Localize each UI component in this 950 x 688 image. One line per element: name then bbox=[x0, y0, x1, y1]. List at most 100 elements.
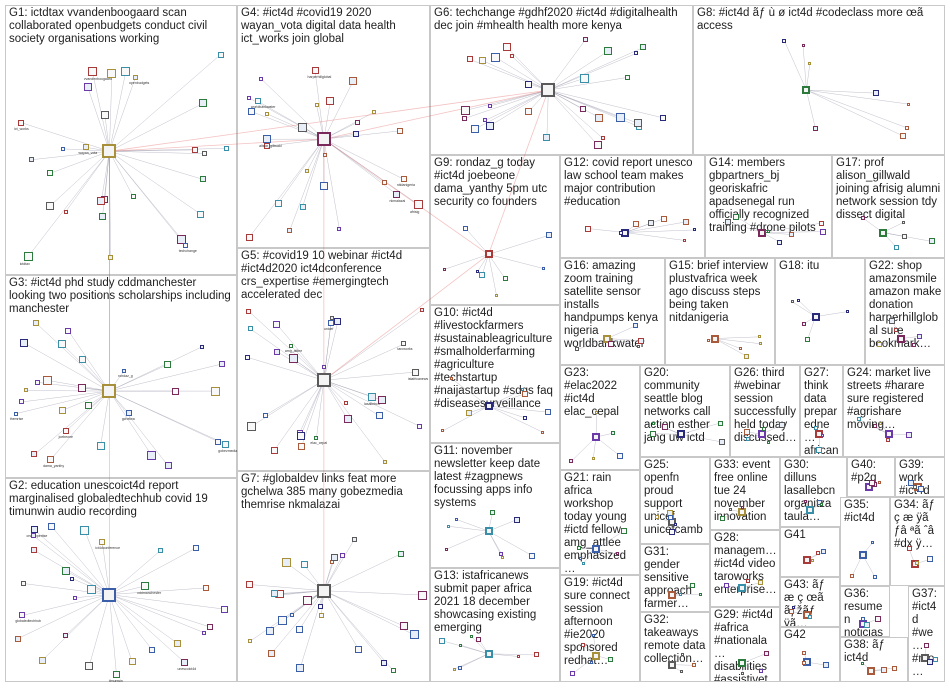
node[interactable] bbox=[483, 118, 488, 123]
node[interactable] bbox=[164, 360, 172, 368]
node[interactable] bbox=[31, 547, 38, 554]
node[interactable] bbox=[805, 336, 811, 342]
node[interactable] bbox=[543, 134, 551, 142]
node[interactable] bbox=[679, 670, 683, 674]
node[interactable] bbox=[607, 341, 614, 348]
node[interactable] bbox=[719, 439, 726, 446]
node[interactable] bbox=[270, 447, 278, 455]
node[interactable] bbox=[699, 592, 703, 596]
node[interactable] bbox=[273, 320, 281, 328]
node[interactable] bbox=[85, 661, 94, 670]
node[interactable] bbox=[778, 421, 785, 428]
node[interactable] bbox=[289, 612, 294, 617]
node[interactable] bbox=[390, 668, 396, 674]
node[interactable] bbox=[130, 194, 136, 200]
hub-node[interactable] bbox=[884, 430, 893, 439]
node[interactable] bbox=[125, 410, 132, 417]
node[interactable] bbox=[850, 574, 855, 579]
node[interactable] bbox=[246, 581, 254, 589]
node[interactable] bbox=[582, 37, 588, 43]
node[interactable] bbox=[592, 634, 596, 638]
node[interactable] bbox=[907, 102, 911, 106]
node[interactable] bbox=[529, 552, 536, 559]
node[interactable] bbox=[821, 549, 827, 555]
node[interactable] bbox=[649, 430, 656, 437]
node[interactable] bbox=[894, 328, 899, 333]
node[interactable] bbox=[298, 442, 306, 450]
node[interactable] bbox=[445, 547, 449, 551]
hub-node[interactable] bbox=[920, 654, 929, 663]
node[interactable] bbox=[476, 636, 482, 642]
node[interactable] bbox=[375, 412, 383, 420]
node[interactable] bbox=[32, 320, 39, 327]
node[interactable] bbox=[874, 616, 881, 623]
node[interactable] bbox=[878, 421, 882, 425]
node[interactable] bbox=[674, 522, 678, 526]
node[interactable] bbox=[452, 667, 456, 671]
node[interactable] bbox=[108, 255, 114, 261]
node[interactable] bbox=[521, 390, 528, 397]
node[interactable] bbox=[18, 119, 25, 126]
node[interactable] bbox=[524, 108, 532, 116]
node[interactable] bbox=[400, 176, 407, 183]
node[interactable] bbox=[633, 51, 638, 56]
node[interactable] bbox=[296, 664, 305, 673]
node[interactable] bbox=[337, 227, 342, 232]
node[interactable] bbox=[603, 47, 612, 56]
node[interactable] bbox=[148, 646, 155, 653]
node[interactable] bbox=[38, 656, 46, 664]
node[interactable] bbox=[171, 387, 179, 395]
node[interactable] bbox=[35, 379, 41, 385]
node[interactable] bbox=[210, 386, 220, 396]
node[interactable] bbox=[268, 649, 276, 657]
node[interactable] bbox=[247, 326, 253, 332]
node[interactable] bbox=[419, 308, 424, 313]
node[interactable] bbox=[271, 590, 279, 598]
node[interactable] bbox=[173, 639, 181, 647]
node[interactable] bbox=[763, 651, 769, 657]
node[interactable] bbox=[544, 409, 551, 416]
hub-node[interactable] bbox=[667, 591, 676, 600]
node[interactable] bbox=[47, 456, 55, 464]
node[interactable] bbox=[245, 354, 251, 360]
node[interactable] bbox=[84, 402, 92, 410]
hub-node[interactable] bbox=[710, 334, 719, 343]
node[interactable] bbox=[717, 420, 723, 426]
node[interactable] bbox=[30, 526, 38, 534]
node[interactable] bbox=[876, 342, 882, 348]
node[interactable] bbox=[724, 583, 729, 589]
node[interactable] bbox=[607, 656, 613, 662]
node[interactable] bbox=[254, 98, 261, 105]
node[interactable] bbox=[381, 660, 388, 667]
node[interactable] bbox=[197, 210, 205, 218]
node[interactable] bbox=[352, 131, 359, 138]
node[interactable] bbox=[199, 99, 208, 108]
node[interactable] bbox=[926, 658, 933, 665]
hub-node[interactable] bbox=[592, 651, 600, 660]
node[interactable] bbox=[217, 51, 224, 58]
node[interactable] bbox=[31, 451, 38, 458]
node[interactable] bbox=[314, 436, 319, 441]
node[interactable] bbox=[459, 643, 463, 647]
node[interactable] bbox=[322, 153, 327, 158]
node[interactable] bbox=[724, 219, 731, 226]
node[interactable] bbox=[812, 125, 818, 131]
node[interactable] bbox=[83, 83, 92, 92]
node[interactable] bbox=[485, 122, 494, 131]
node[interactable] bbox=[19, 399, 25, 405]
node[interactable] bbox=[818, 220, 824, 226]
node[interactable] bbox=[65, 327, 72, 334]
node[interactable] bbox=[739, 347, 743, 351]
node[interactable] bbox=[814, 426, 819, 431]
node[interactable] bbox=[791, 605, 795, 609]
node[interactable] bbox=[679, 593, 683, 597]
node[interactable] bbox=[758, 335, 762, 339]
node[interactable] bbox=[589, 661, 593, 665]
node[interactable] bbox=[99, 539, 106, 546]
node[interactable] bbox=[417, 423, 423, 429]
node[interactable] bbox=[264, 111, 269, 116]
node[interactable] bbox=[514, 516, 521, 523]
node[interactable] bbox=[62, 428, 69, 435]
node[interactable] bbox=[801, 44, 805, 48]
node[interactable] bbox=[620, 527, 627, 534]
